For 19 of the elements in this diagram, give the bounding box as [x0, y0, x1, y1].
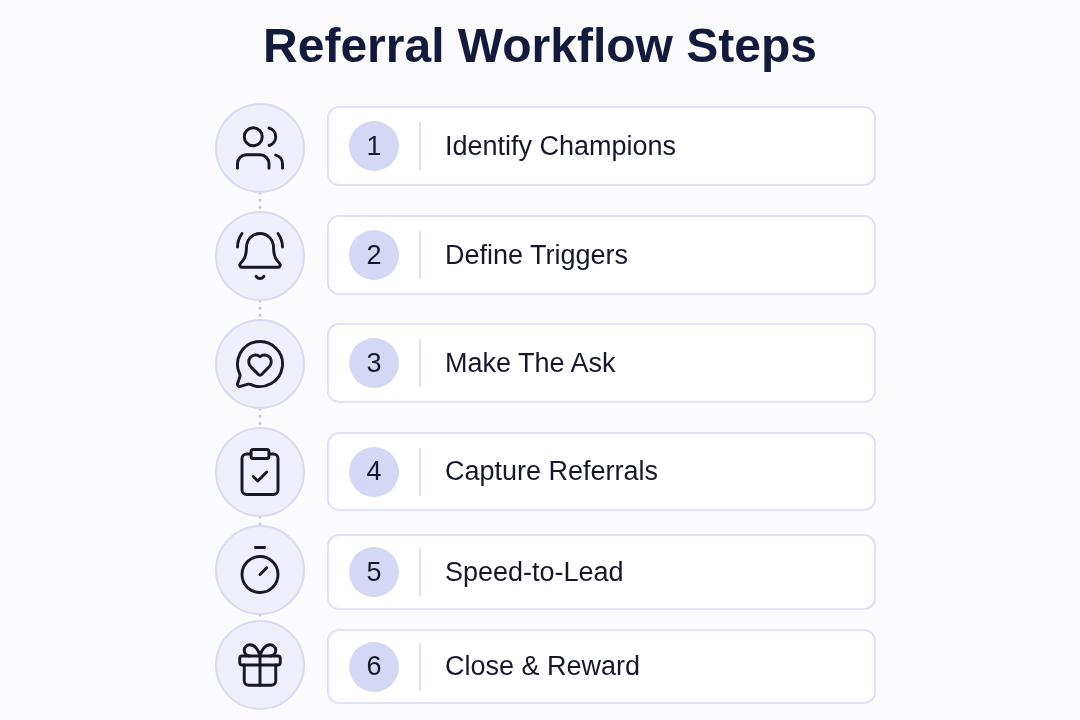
- step-number: 1: [349, 121, 399, 171]
- step-card: [327, 534, 876, 610]
- step-number: 6: [349, 641, 399, 692]
- step-card: [327, 432, 876, 511]
- step-label: Capture Referrals: [445, 455, 659, 489]
- step-label: Identify Champions: [445, 129, 677, 163]
- step-number: 5: [349, 547, 399, 597]
- step-label: Close & Reward: [445, 650, 641, 684]
- step-number: 4: [349, 446, 399, 497]
- step-number: 3: [349, 338, 399, 388]
- step-card: [327, 215, 876, 295]
- step-card: [327, 323, 876, 403]
- step-label: Speed-to-Lead: [445, 555, 624, 589]
- step-card: [327, 629, 876, 704]
- step-label: Define Triggers: [445, 238, 629, 272]
- step-card: [327, 106, 876, 186]
- title: Referral Workflow Steps: [263, 22, 817, 70]
- step-number: 2: [349, 230, 399, 280]
- step-label: Make The Ask: [445, 346, 616, 380]
